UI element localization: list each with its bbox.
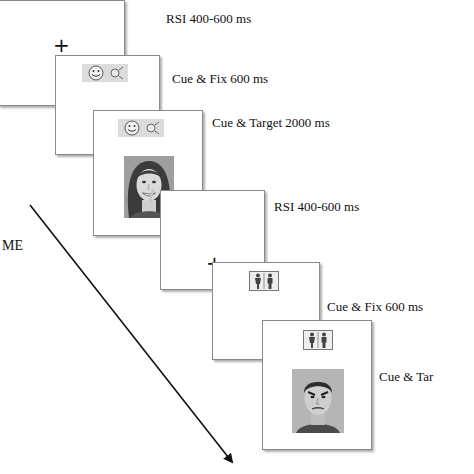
axis-label: ME: [2, 238, 23, 254]
smiley-cue: [82, 64, 128, 82]
phase-label: Cue & Target 2000 ms: [212, 115, 330, 131]
smiley-cue: [118, 119, 164, 137]
phase-label: Cue & Fix 600 ms: [172, 71, 268, 87]
phase-label: RSI 400-600 ms: [166, 11, 251, 27]
restroom-cue: [303, 330, 333, 350]
phase-label: Cue & Fix 600 ms: [327, 299, 423, 315]
phase-label: Cue & Tar: [379, 369, 433, 385]
phase-label: RSI 400-600 ms: [274, 199, 359, 215]
face-photo: [292, 369, 344, 433]
fixation-cross: +: [53, 35, 70, 55]
restroom-cue: [249, 271, 279, 291]
trial-frame: Cue & Tar: [262, 320, 372, 450]
